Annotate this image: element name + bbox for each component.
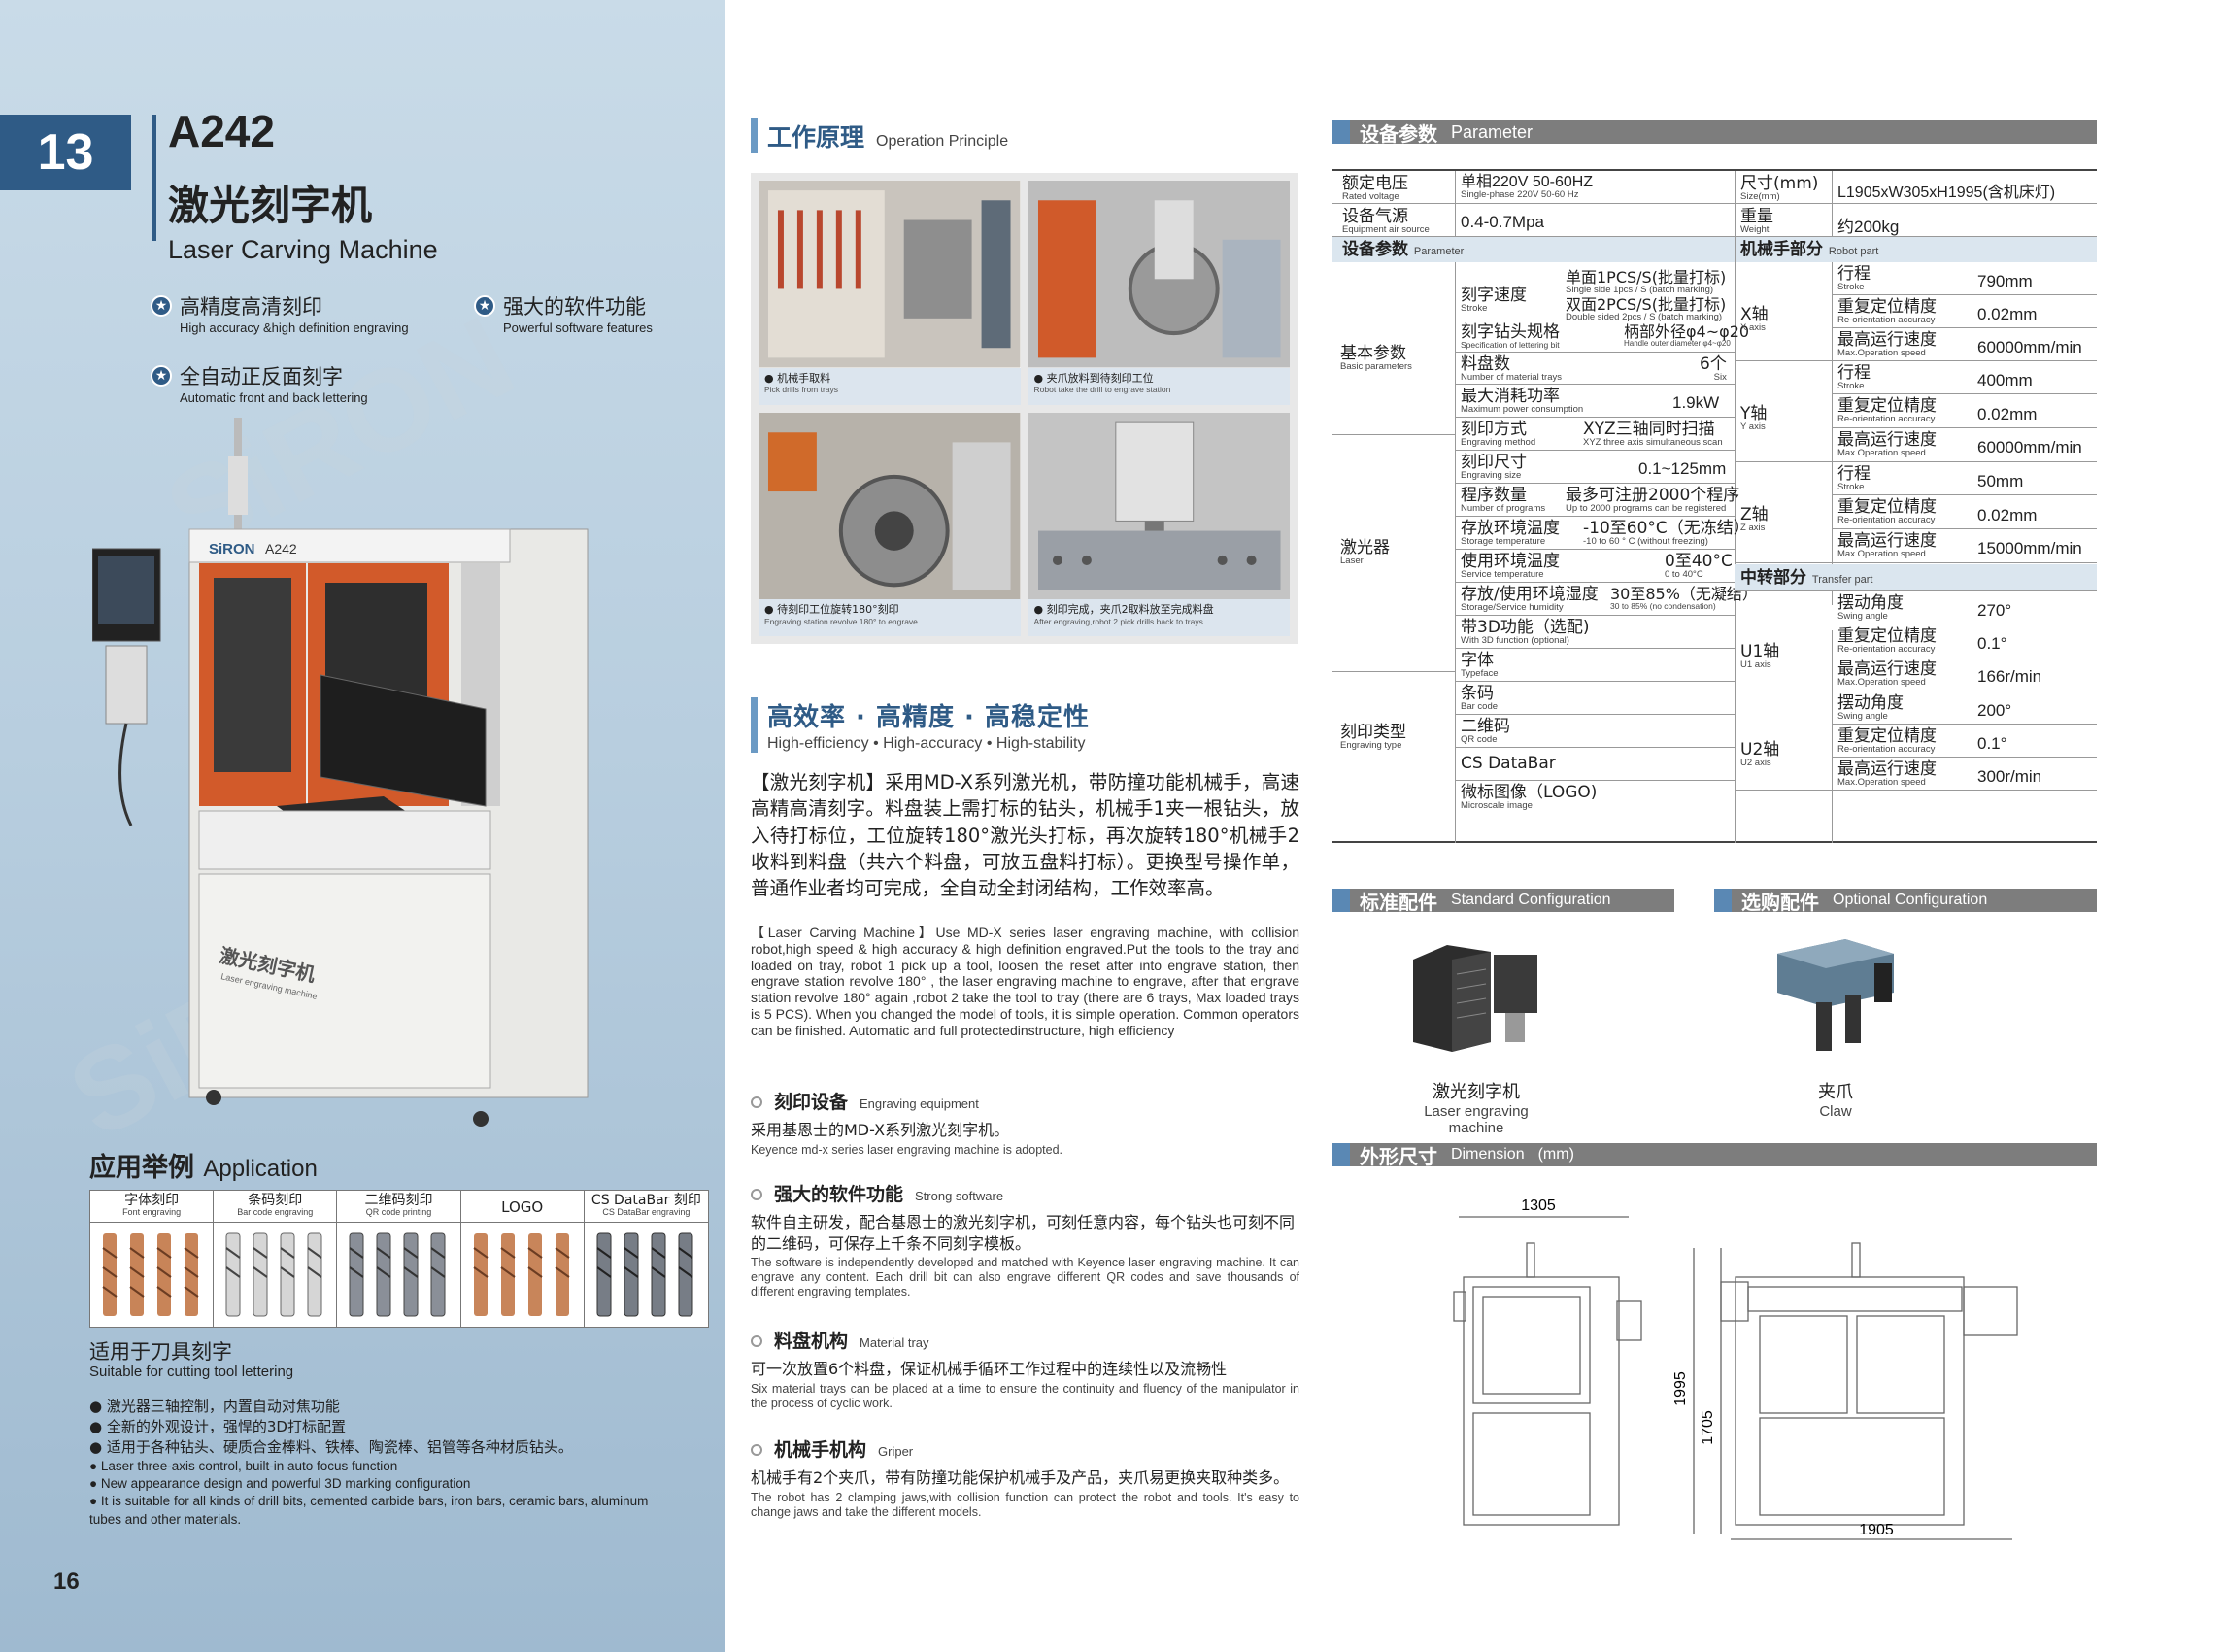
feature-cn: 全自动正反面刻字 [180,365,343,388]
suitable-cn: 适用于刀具刻字 [89,1340,232,1364]
section-number: 13 [0,115,131,190]
efficiency-heading: 高效率 · 高精度 · 高稳定性 High-efficiency • High-… [751,697,1090,753]
intro-cn: 【激光刻字机】采用MD-X系列激光机，带防撞功能机械手，高速高精高清刻字。料盘装… [751,771,1299,900]
drill-bits-image [90,1223,213,1327]
application-cell: LOGO [460,1191,585,1327]
drill-bits-image [585,1223,708,1327]
feature-cn: 强大的软件功能 [503,295,646,319]
model-name: A242 [168,106,275,156]
claw-image [1777,939,1894,1051]
title-divider [152,115,156,241]
svg-text:1305: 1305 [1521,1197,1556,1214]
feature-en: High accuracy &high definition engraving [180,320,409,335]
circle-icon [751,1335,762,1347]
circle-icon [751,1189,762,1200]
feature-cn: 高精度高清刻印 [180,295,322,319]
drill-bits-image [214,1223,336,1327]
star-icon: ★ [474,295,495,317]
dimension-drawing: 1305 1995 1705 1905 [1453,1197,2018,1540]
page-number: 16 [53,1568,80,1595]
machine-image: SiRON A242 激光刻字机 Laser engraving machine [92,418,589,1127]
drill-bits-image [461,1223,584,1327]
feature-en: Powerful software features [503,320,653,335]
star-icon: ★ [151,365,172,387]
svg-text:SiRON: SiRON [209,541,255,557]
application-title: 应用举例 Application [89,1153,318,1183]
drill-bits-image [337,1223,459,1327]
star-icon: ★ [151,295,172,317]
feature-item: ★ 全自动正反面刻字 Automatic front and back lette… [151,361,368,405]
feature-en: Automatic front and back lettering [180,390,368,405]
suitable-en: Suitable for cutting tool lettering [89,1364,294,1380]
svg-text:A242: A242 [265,541,297,556]
svg-text:1705: 1705 [1700,1410,1716,1445]
circle-icon [751,1444,762,1456]
feature-bullets: ● 激光器三轴控制，内置自动对焦功能 ● 全新的外观设计，强悍的3D打标配置 ●… [89,1398,649,1527]
intro-en: 【Laser Carving Machine】Use MD-X series l… [751,925,1299,1038]
title-en: Laser Carving Machine [168,235,438,264]
circle-icon [751,1096,762,1108]
svg-text:1995: 1995 [1672,1371,1689,1406]
svg-text:1905: 1905 [1859,1522,1894,1538]
title-cn: 激光刻字机 [168,182,373,229]
laser-machine-image [1413,945,1537,1052]
